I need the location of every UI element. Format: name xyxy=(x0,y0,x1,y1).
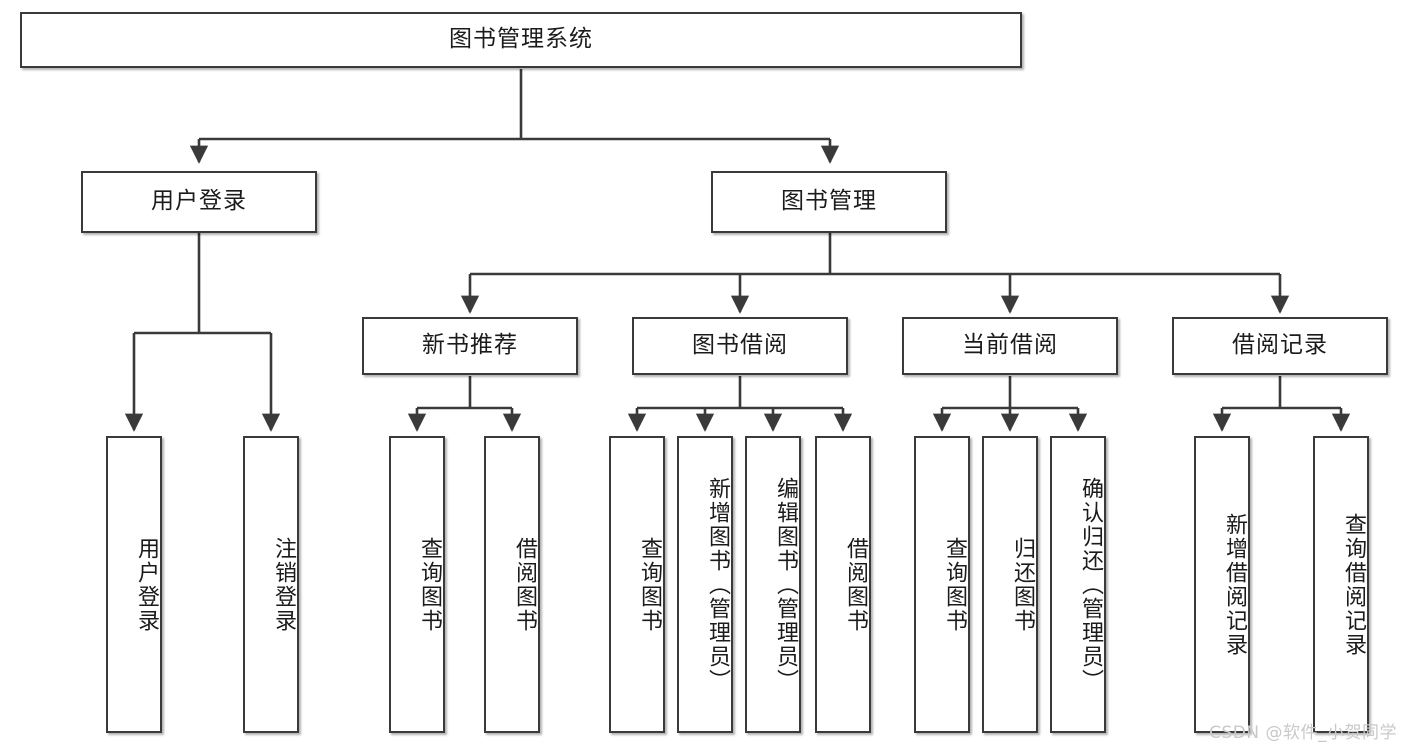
leaf-edit-book-admin[interactable]: 编辑图书（管理员） xyxy=(745,436,801,733)
leaf-label: 查询图书 xyxy=(942,536,967,633)
leaf-add-borrow-record[interactable]: 新增借阅记录 xyxy=(1194,436,1250,733)
leaf-add-book-admin[interactable]: 新增图书（管理员） xyxy=(677,436,733,733)
leaf-label: 查询图书 xyxy=(637,536,662,633)
node-current-borrow[interactable]: 当前借阅 xyxy=(902,317,1118,375)
node-book-borrow[interactable]: 图书借阅 xyxy=(632,317,848,375)
leaf-label: 确认归还（管理员） xyxy=(1078,476,1103,693)
node-root-system[interactable]: 图书管理系统 xyxy=(20,12,1022,68)
leaf-label: 新增借阅记录 xyxy=(1222,512,1247,657)
node-new-book-recommend[interactable]: 新书推荐 xyxy=(362,317,578,375)
node-user-login[interactable]: 用户登录 xyxy=(81,171,317,233)
leaf-user-login[interactable]: 用户登录 xyxy=(106,436,162,733)
leaf-query-book-current[interactable]: 查询图书 xyxy=(914,436,970,733)
leaf-label: 注销登录 xyxy=(271,536,296,633)
node-borrow-record[interactable]: 借阅记录 xyxy=(1172,317,1388,375)
leaf-label: 借阅图书 xyxy=(512,536,537,633)
leaf-query-book-recommend[interactable]: 查询图书 xyxy=(389,436,445,733)
leaf-label: 借阅图书 xyxy=(843,536,868,633)
node-book-manage[interactable]: 图书管理 xyxy=(711,171,947,233)
leaf-label: 查询借阅记录 xyxy=(1341,512,1366,657)
leaf-label: 新增图书（管理员） xyxy=(705,476,730,693)
csdn-watermark: CSDN @软件_小贺同学 xyxy=(1209,723,1397,743)
leaf-confirm-return-admin[interactable]: 确认归还（管理员） xyxy=(1050,436,1106,733)
leaf-label: 查询图书 xyxy=(417,536,442,633)
leaf-logout-login[interactable]: 注销登录 xyxy=(243,436,299,733)
leaf-label: 归还图书 xyxy=(1010,536,1035,633)
leaf-label: 用户登录 xyxy=(134,536,159,633)
leaf-query-borrow-record[interactable]: 查询借阅记录 xyxy=(1313,436,1369,733)
leaf-label: 编辑图书（管理员） xyxy=(773,476,798,693)
leaf-query-book-borrow[interactable]: 查询图书 xyxy=(609,436,665,733)
leaf-borrow-book[interactable]: 借阅图书 xyxy=(815,436,871,733)
leaf-return-book[interactable]: 归还图书 xyxy=(982,436,1038,733)
leaf-borrow-book-recommend[interactable]: 借阅图书 xyxy=(484,436,540,733)
